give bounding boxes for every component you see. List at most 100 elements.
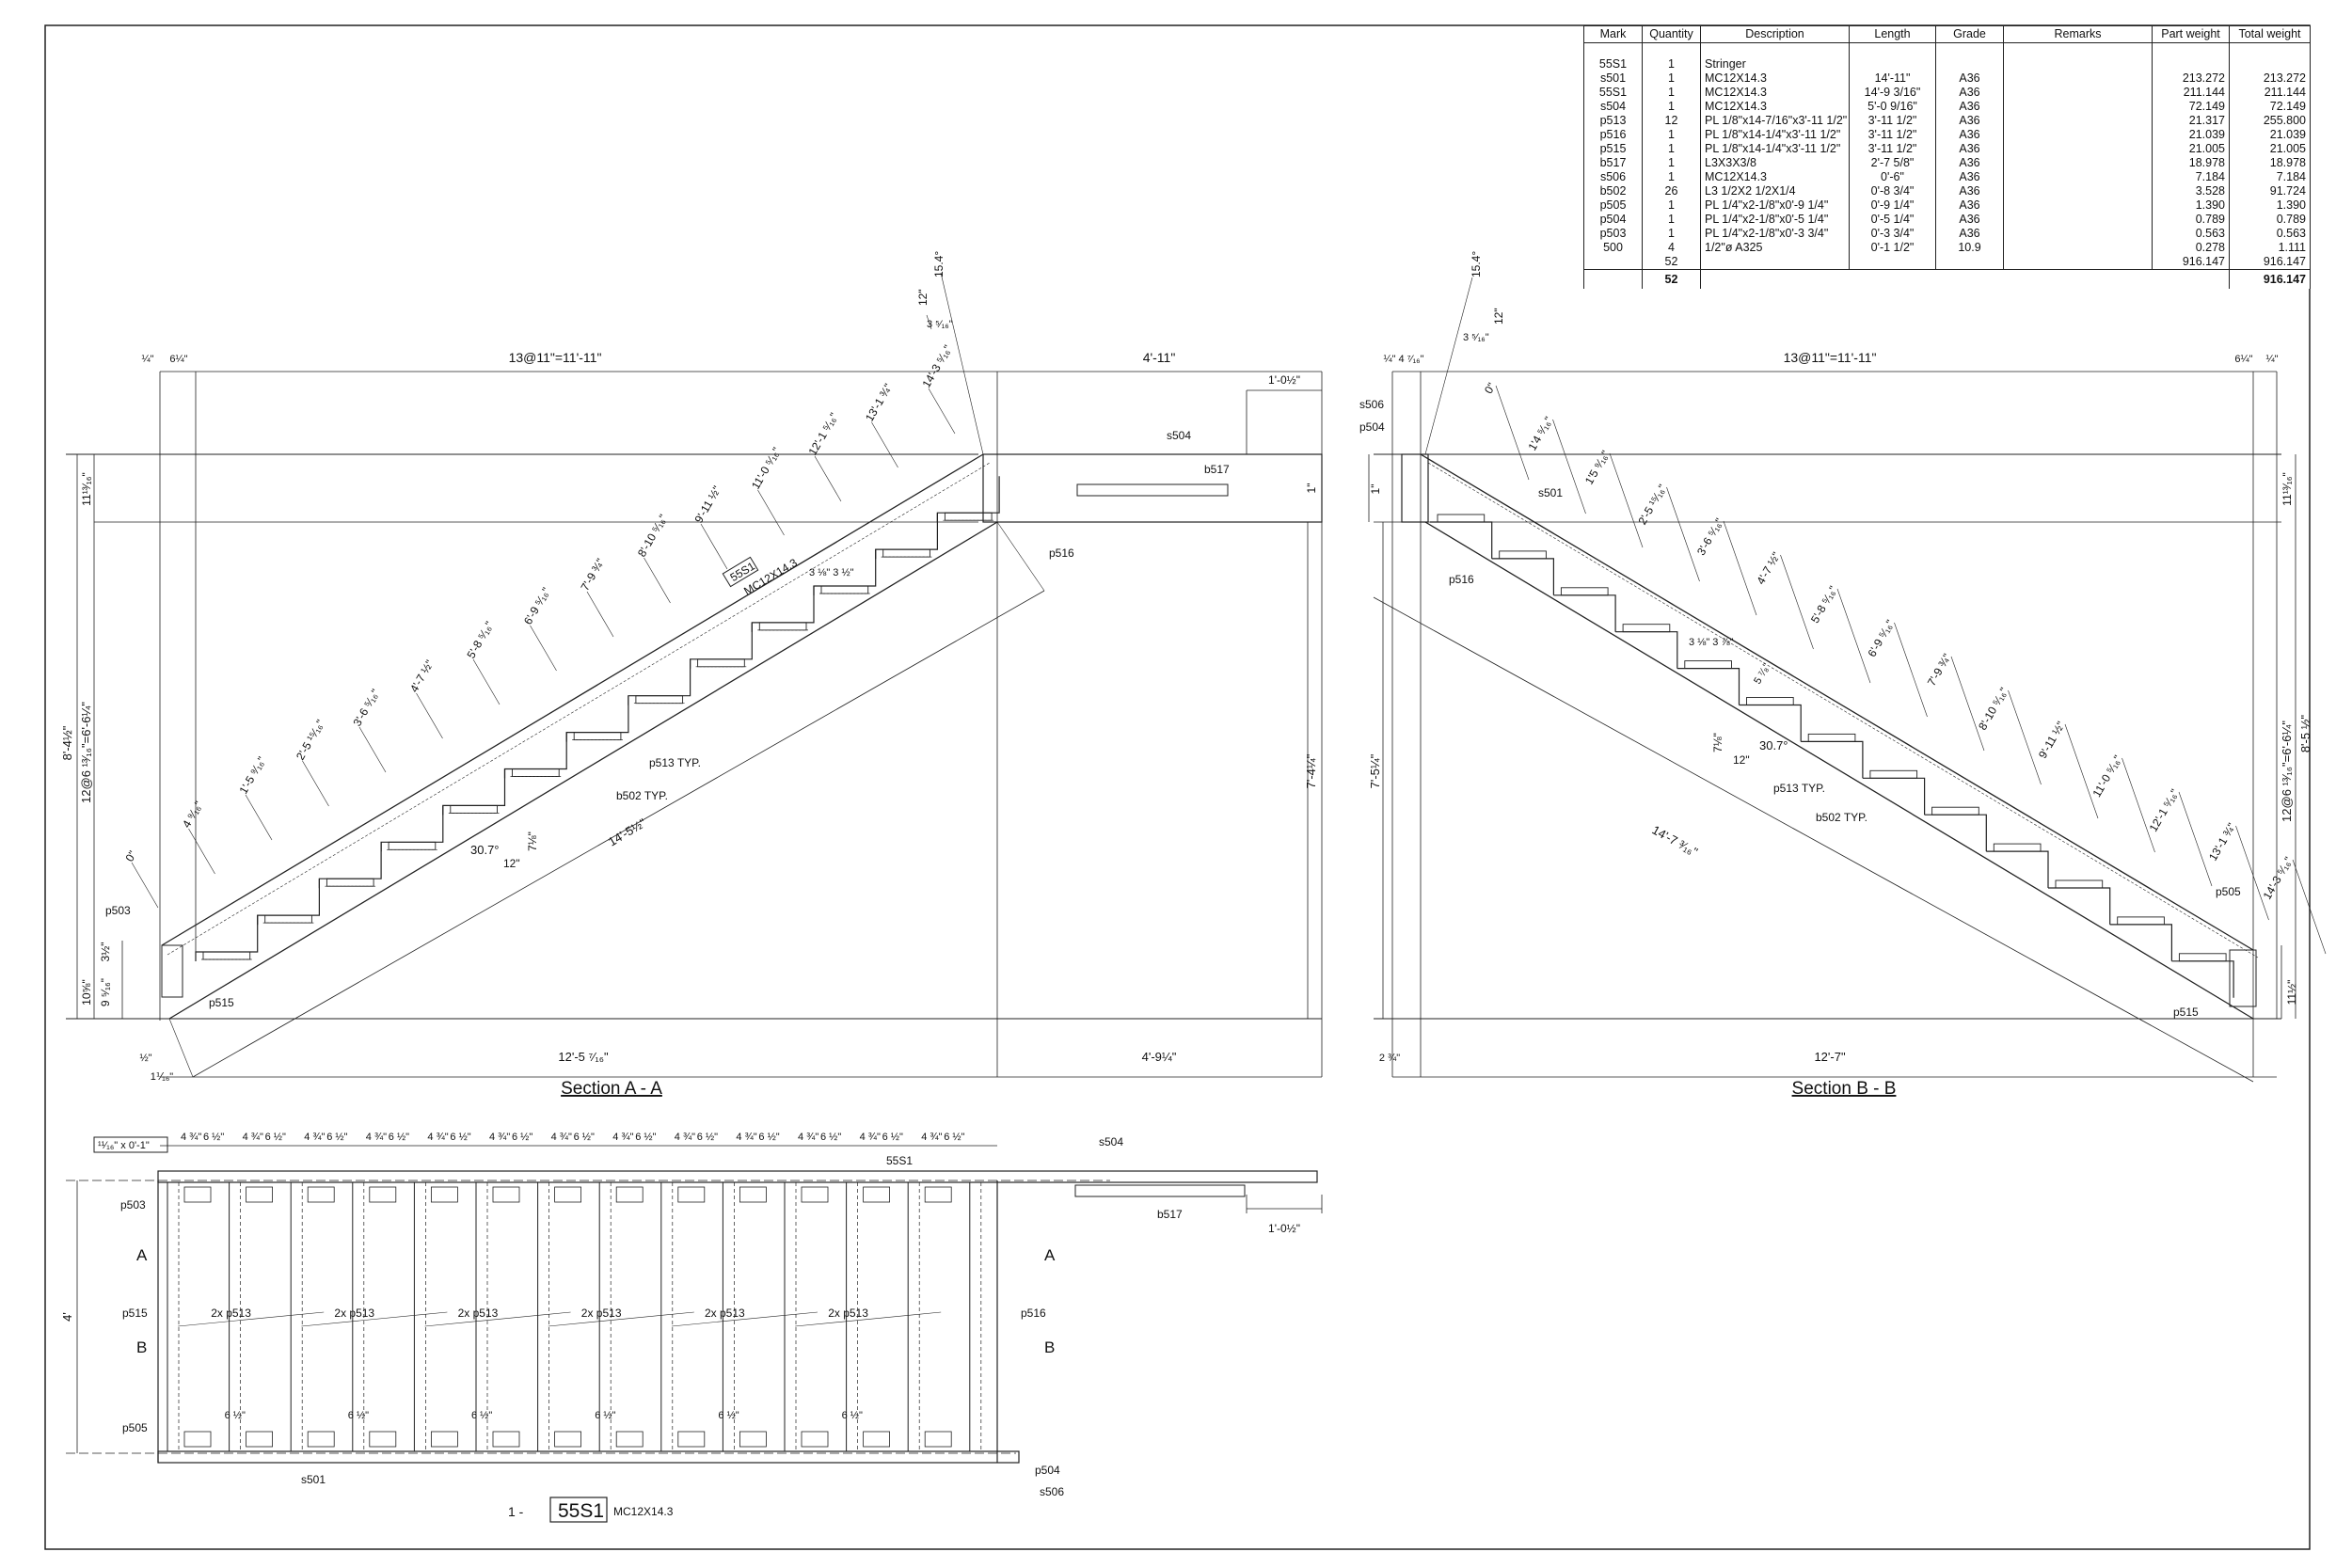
section-b-label-b502: b502 TYP. [1816,811,1867,824]
bom-cell: 0'-9 1/4" [1849,198,1936,213]
section-a-labels: 13@11"=11'-11" 4'-11" ¼" 6¼" 1'-0½" s504… [60,251,1318,1099]
tread-plate [388,841,437,850]
bom-header-description: Description [1700,25,1850,43]
bom-cell [1849,255,1936,270]
chain-leader [416,692,443,739]
section-b-dim-tl1: ¼" [1383,354,1395,365]
bom-cell: 72.149 [2152,100,2230,114]
tread-bracket [677,1186,706,1203]
stair-step [1430,521,1493,559]
bom-cell: 55S1 [1583,86,1643,100]
plan-top-dim: 4 ¾" [366,1132,387,1143]
bom-cell: s506 [1583,170,1643,184]
section-a-label-b502: b502 TYP. [616,789,668,802]
chain-leader [700,523,728,570]
chain-dim-label: 7'-9 ¾" [578,556,607,593]
bom-cell: 14'-11" [1849,71,1936,86]
section-b-label-p516: p516 [1449,573,1474,586]
plan-dim-left: 4' [60,1312,74,1322]
stair-step [380,805,444,852]
bom-cell [2003,198,2153,213]
chain-leader [1609,452,1644,548]
bom-cell: A36 [1935,198,2004,213]
tread-plate [758,622,807,631]
section-b-dim-tr2: ¼" [2265,354,2278,365]
chain-dim-label: 11'-0 ⁵⁄₁₆" [2090,753,2125,800]
chain-dim-label: 12'-1 ⁵⁄₁₆" [2147,787,2182,834]
plan-plate-label: 2x p513 [334,1307,374,1320]
section-b-top-12: 12" [1492,308,1505,325]
tread-plate [202,951,251,960]
bom-cell: MC12X14.3 [1700,100,1850,114]
stair-step [1739,704,1802,742]
chain-dim-label: 4 ⁹⁄₁₆" [180,799,205,830]
bom-cell: 1 [1642,170,1701,184]
sheet-border [44,24,2311,1550]
section-a-dim-small-left2: 6¼" [169,354,187,365]
plan-dim-1-0-half: 1'-0½" [1268,1222,1300,1235]
tread-plate [1993,843,2042,852]
section-a-top-12: 12" [916,289,930,306]
tread-bracket [801,1186,829,1203]
section-a-dim-left-total: 8'-4½" [60,725,74,760]
section-a-dim-top-right: 4'-11" [1143,350,1176,365]
bom-cell: 26 [1642,184,1701,198]
stair-step [318,842,382,889]
bom-cell: L3 1/2X2 1/2X1/4 [1700,184,1850,198]
section-b-top-3: 3 ⁵⁄₁₆" [1463,332,1489,343]
plan-mark: 55S1 [558,1500,604,1522]
section-b-drawing [1368,277,2296,1083]
bom-cell: 10.9 [1935,241,2004,255]
section-a-dim-right: 7'-4¼" [1304,753,1318,788]
bom-cell [2003,71,2153,86]
bom-total-qty: 52 [1642,269,1701,289]
bom-cell: MC12X14.3 [1700,170,1850,184]
bom-cell: 21.005 [2229,142,2311,156]
chain-dim-label: 14'-3 ⁵⁄₁₆" [2261,855,2296,902]
section-a-dim-1in: 1" [1305,483,1318,494]
bom-header-remarks: Remarks [2003,25,2153,43]
stair-step [1677,668,1740,705]
bom-cell: MC12X14.3 [1700,71,1850,86]
plan-section-b-right: B [1044,1338,1055,1356]
plan-label-prefix: 1 - [508,1504,524,1519]
tread-plate [1807,733,1856,742]
section-b-label-p513: p513 TYP. [1773,782,1825,795]
stair-step [2171,960,2234,998]
tread-bracket [492,1186,520,1203]
tread-plate [635,695,684,705]
stair-step [503,732,567,779]
stair-step [1553,594,1616,632]
section-a-drawing [66,272,1323,1078]
section-a-dim-half: ½" [139,1053,151,1064]
bom-cell: 3'-11 1/2" [1849,142,1936,156]
chain-leader [2178,791,2213,887]
bom-cell: PL 1/4"x2-1/8"x0'-5 1/4" [1700,213,1850,227]
bom-cell: 21.317 [2152,114,2230,128]
bom-cell [2003,170,2153,184]
bom-cell: 1 [1642,71,1701,86]
plan-top-dim: 4 ¾" [736,1132,756,1143]
bom-cell: p513 [1583,114,1643,128]
section-a-dim-top-left: 13@11"=11'-11" [509,350,602,365]
plan-top-dim: 6 ½" [635,1132,656,1143]
stair-step [1801,740,1864,779]
plan-label-s504: s504 [1099,1135,1123,1148]
bom-cell: 1 [1642,57,1701,71]
plan-label-p516: p516 [1021,1307,1046,1320]
plan-plate-label: 2x p513 [458,1307,499,1320]
chain-leader [530,625,557,672]
stair-step [751,586,815,632]
plate-leader [795,1311,942,1327]
bom-cell: b517 [1583,156,1643,170]
stair-step [690,622,753,669]
plan-top-dim: 6 ½" [203,1132,224,1143]
bom-cell: 1 [1642,156,1701,170]
tread-bracket [863,1431,890,1448]
bom-total-row: 52 916.147 [1583,269,2311,289]
bom-cell: A36 [1935,213,2004,227]
plan-top-dim: 4 ¾" [675,1132,695,1143]
tread-bracket [246,1431,274,1448]
